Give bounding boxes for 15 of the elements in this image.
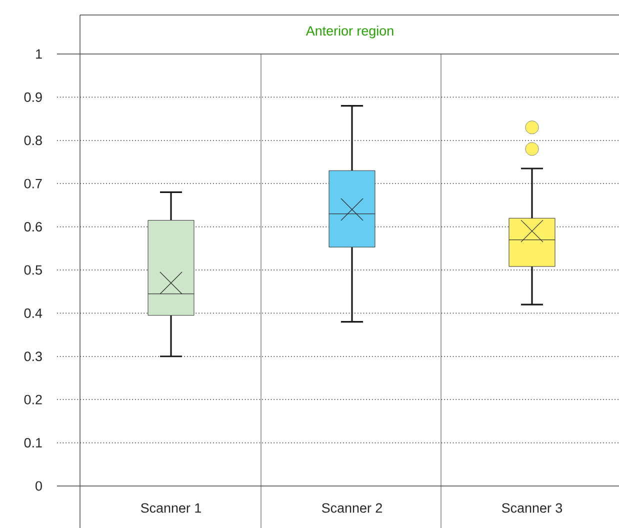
category-label: Scanner 3 [502, 503, 562, 513]
tick-label: 0.4 [24, 308, 42, 318]
tick-label: 0.6 [24, 222, 42, 232]
tick-label: 0.2 [24, 394, 42, 404]
tick-label: 1 [36, 49, 42, 59]
chart-title: Anterior region [306, 26, 394, 38]
tick-label: 0.8 [24, 136, 42, 146]
tick-label: 0.7 [24, 178, 42, 188]
tick-label: 0.5 [24, 265, 42, 275]
tick-label: 0 [36, 481, 42, 491]
tick-label: 0.9 [24, 92, 42, 102]
category-label: Scanner 1 [140, 503, 201, 513]
tick-label: 0.1 [24, 438, 42, 448]
category-label: Scanner 2 [322, 503, 382, 513]
tick-label: 0.3 [24, 352, 42, 362]
